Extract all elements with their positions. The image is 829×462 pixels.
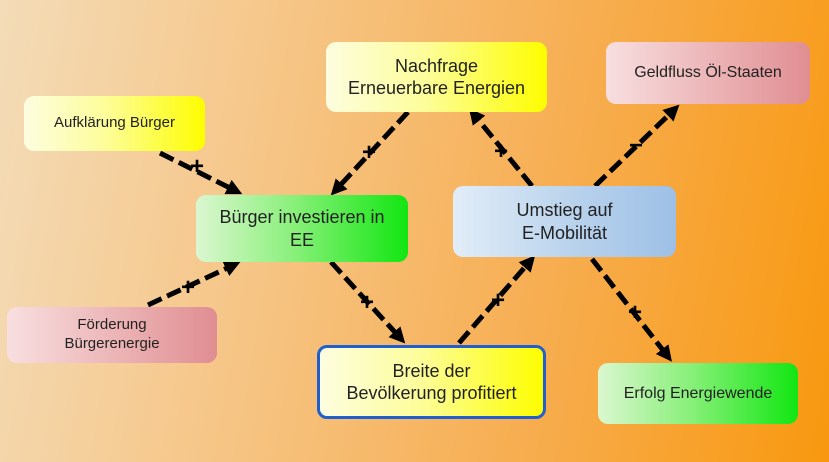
node-aufklaerung[interactable]: Aufklärung Bürger — [24, 96, 205, 151]
arrow-foerderung-to-buerger — [146, 261, 241, 308]
arrow-buerger-to-breite — [329, 260, 406, 344]
arrow-nachfrage-to-buerger — [330, 110, 410, 196]
arrow-aufklaerung-to-buerger — [158, 150, 243, 195]
sign-nachfrage-buerger: + — [361, 139, 377, 166]
node-foerderung[interactable]: Förderung Bürgerenergie — [7, 307, 217, 363]
node-nachfrage[interactable]: Nachfrage Erneuerbare Energien — [326, 42, 547, 112]
sign-aufklaerung-buerger: + — [189, 153, 205, 180]
sign-umstieg-erfolg: + — [627, 299, 643, 326]
node-geldfluss[interactable]: Geldfluss Öl-Staaten — [606, 42, 810, 104]
node-breite[interactable]: Breite der Bevölkerung profitiert — [317, 345, 546, 419]
sign-foerderung-buerger: + — [180, 274, 196, 301]
arrow-umstieg-to-geldfluss — [593, 104, 680, 188]
sign-breite-umstieg: + — [490, 287, 506, 314]
node-umstieg[interactable]: Umstieg auf E-Mobilität — [453, 186, 676, 257]
sign-buerger-breite: + — [359, 289, 375, 316]
node-erfolg[interactable]: Erfolg Energiewende — [598, 363, 798, 424]
node-buerger-investieren[interactable]: Bürger investieren in EE — [196, 195, 408, 262]
arrow-umstieg-to-nachfrage — [468, 108, 534, 188]
arrow-breite-to-umstieg — [457, 255, 536, 345]
sign-umstieg-nachfrage: + — [493, 138, 509, 165]
sign-umstieg-geldfluss: − — [628, 132, 644, 159]
